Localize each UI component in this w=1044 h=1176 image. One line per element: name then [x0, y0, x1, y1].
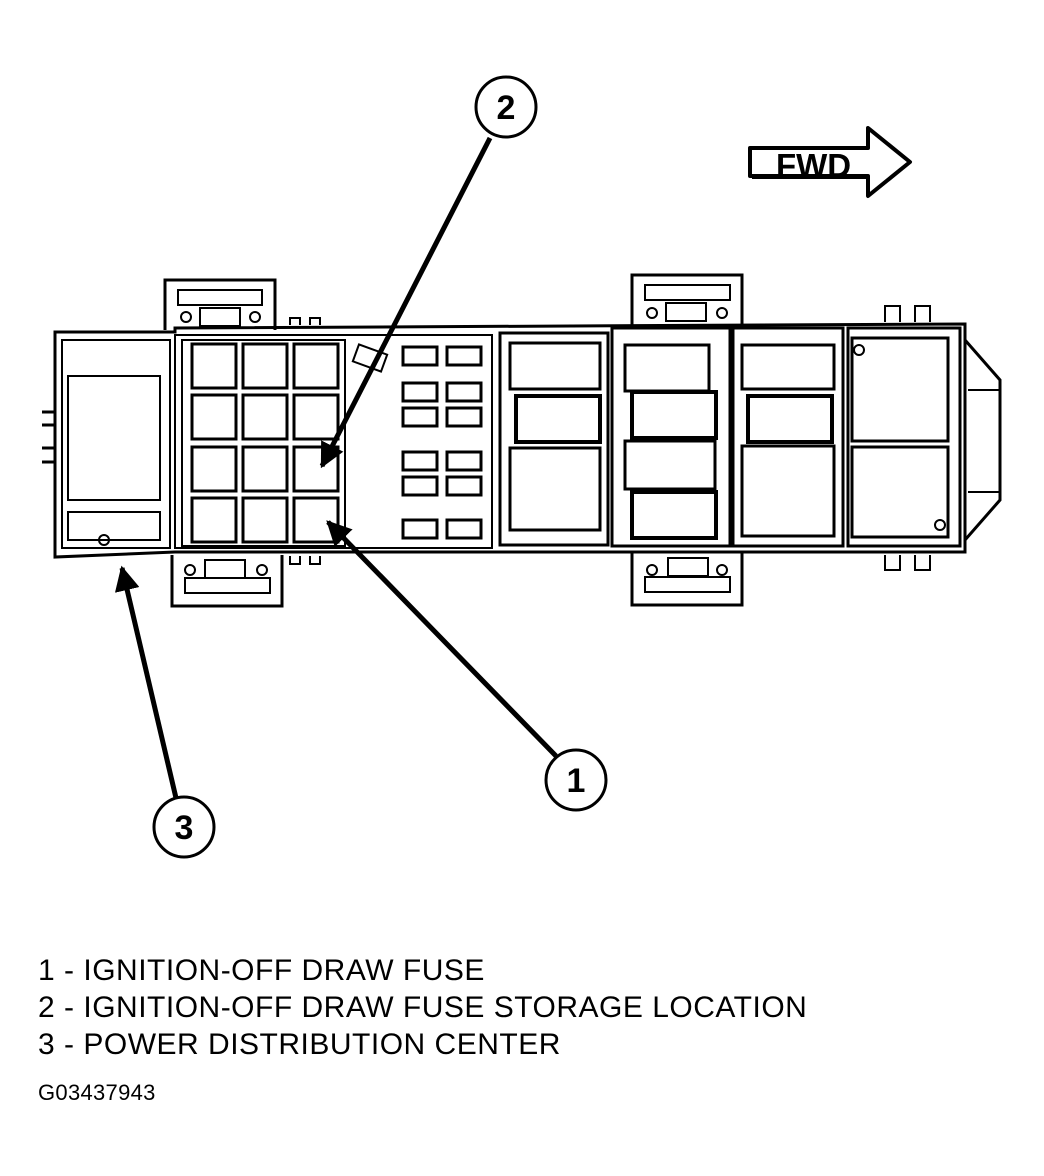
legend-item-1-text: IGNITION-OFF DRAW FUSE: [83, 954, 485, 987]
power-distribution-center: [42, 273, 1002, 608]
legend-item-2: 2 - IGNITION-OFF DRAW FUSE STORAGE LOCAT…: [38, 989, 998, 1026]
legend-item-3: 3 - POWER DISTRIBUTION CENTER: [38, 1026, 998, 1063]
callout-1-label: 1: [567, 762, 586, 800]
callout-3: 3: [114, 565, 216, 859]
legend-item-2-number: 2: [38, 991, 56, 1024]
legend-item-2-text: IGNITION-OFF DRAW FUSE STORAGE LOCATION: [83, 991, 808, 1024]
callout-2-label: 2: [497, 89, 516, 127]
callout-2: 2: [319, 75, 538, 469]
legend-item-1-number: 1: [38, 954, 56, 987]
callout-1: 1: [326, 520, 608, 812]
legend-separator: -: [64, 991, 84, 1024]
figure-id: G03437943: [38, 1080, 156, 1105]
fwd-arrow: FWD: [748, 126, 912, 198]
callout-3-label: 3: [175, 809, 194, 847]
fwd-label: FWD: [776, 147, 851, 184]
legend-item-3-text: POWER DISTRIBUTION CENTER: [83, 1028, 561, 1061]
legend-item-1: 1 - IGNITION-OFF DRAW FUSE: [38, 952, 998, 989]
legend: 1 - IGNITION-OFF DRAW FUSE 2 - IGNITION-…: [38, 952, 998, 1063]
legend-separator: -: [64, 1028, 84, 1061]
legend-separator: -: [64, 954, 84, 987]
legend-item-3-number: 3: [38, 1028, 56, 1061]
